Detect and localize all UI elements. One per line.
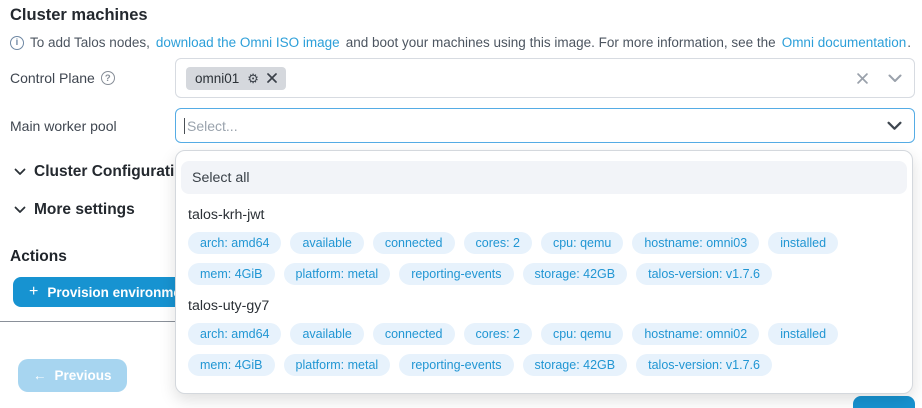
page-title: Cluster machines: [10, 6, 148, 24]
machine-tag: platform: metal: [283, 354, 391, 376]
select-all-label: Select all: [192, 169, 250, 186]
machine-tag: talos-version: v1.7.6: [636, 263, 772, 285]
machine-name[interactable]: talos-uty-gy7: [188, 298, 270, 314]
chevron-down-icon[interactable]: [887, 121, 902, 131]
actions-heading: Actions: [10, 248, 67, 265]
machine-tag: arch: amd64: [188, 232, 282, 254]
section-label: More settings: [34, 201, 135, 218]
provision-button-label: Provision environment: [47, 284, 194, 300]
worker-pool-dropdown: Select all talos-krh-jwt arch: amd64 avai…: [175, 150, 913, 394]
next-button[interactable]: [853, 396, 915, 408]
machine-tag: mem: 4GiB: [188, 263, 275, 285]
worker-pool-label: Main worker pool: [0, 118, 175, 134]
chevron-down-icon[interactable]: [888, 74, 902, 83]
machine-name[interactable]: talos-krh-jwt: [188, 207, 265, 223]
machine-tag: platform: metal: [283, 263, 391, 285]
omni-documentation-link[interactable]: Omni documentation: [781, 35, 907, 50]
clear-selection-icon[interactable]: [857, 72, 868, 84]
machine-option-group: talos-krh-jwt arch: amd64 available connec…: [181, 207, 907, 285]
gear-icon[interactable]: ⚙: [247, 70, 259, 86]
machine-option-group: talos-uty-gy7 arch: amd64 available connec…: [181, 298, 907, 376]
chip-label: omni01: [195, 70, 240, 86]
chip-remove-icon[interactable]: [267, 73, 277, 83]
section-more-settings[interactable]: More settings: [14, 201, 135, 219]
info-circle-icon: i: [10, 35, 24, 50]
previous-button-label: Previous: [54, 368, 112, 383]
worker-pool-row: Main worker pool: [0, 108, 922, 143]
divider: [0, 321, 176, 322]
machine-tag: cpu: qemu: [540, 323, 624, 345]
machine-tag: installed: [768, 232, 839, 254]
machine-tag: arch: amd64: [188, 323, 282, 345]
machine-option-list: talos-krh-jwt arch: amd64 available connec…: [181, 207, 907, 376]
machine-tag: storage: 42GB: [522, 263, 628, 285]
machine-tag-list: arch: amd64 available connected cores: 2 cpu…: [188, 323, 903, 376]
control-plane-label-text: Control Plane: [10, 70, 95, 86]
info-banner: i To add Talos nodes, download the Omni …: [10, 35, 915, 50]
machine-tag-list: arch: amd64 available connected cores: 2 cpu…: [188, 232, 903, 285]
arrow-left-icon: ←: [33, 368, 47, 383]
machine-tag: cores: 2: [463, 232, 532, 254]
chevron-down-icon: [14, 168, 26, 176]
control-plane-label: Control Plane ?: [0, 70, 175, 86]
machine-tag: reporting-events: [399, 263, 514, 285]
machine-tag: available: [290, 232, 364, 254]
plus-icon: +: [29, 283, 39, 300]
machine-tag: installed: [768, 323, 839, 345]
worker-pool-label-text: Main worker pool: [10, 117, 117, 134]
info-text-middle: and boot your machines using this image.…: [345, 35, 776, 50]
machine-tag: cpu: qemu: [540, 232, 624, 254]
info-text-suffix: .: [907, 35, 912, 50]
download-iso-link[interactable]: download the Omni ISO image: [155, 35, 340, 50]
text-caret: [184, 117, 185, 134]
machine-tag: mem: 4GiB: [188, 354, 275, 376]
help-icon[interactable]: ?: [100, 71, 115, 85]
worker-pool-select[interactable]: [175, 108, 915, 143]
section-label: Cluster Configuration: [34, 163, 194, 180]
machine-tag: available: [290, 323, 364, 345]
machine-tag: reporting-events: [399, 354, 514, 376]
machine-tag: hostname: omni02: [632, 323, 760, 345]
section-cluster-configuration[interactable]: Cluster Configuration: [14, 163, 193, 181]
machine-tag: cores: 2: [463, 323, 532, 345]
chevron-down-icon: [14, 206, 26, 214]
machine-tag: connected: [372, 232, 455, 254]
select-all-option[interactable]: Select all: [181, 161, 907, 194]
machine-tag: connected: [372, 323, 455, 345]
control-plane-row: Control Plane ? omni01 ⚙: [0, 58, 922, 98]
control-plane-select[interactable]: omni01 ⚙: [175, 58, 915, 98]
machine-tag: hostname: omni03: [632, 232, 760, 254]
selected-machine-chip[interactable]: omni01 ⚙: [186, 66, 286, 90]
info-text-prefix: To add Talos nodes,: [30, 35, 150, 50]
machine-tag: storage: 42GB: [522, 354, 628, 376]
worker-pool-input[interactable]: [187, 117, 887, 134]
previous-button[interactable]: ← Previous: [18, 359, 127, 392]
machine-tag: talos-version: v1.7.6: [636, 354, 772, 376]
